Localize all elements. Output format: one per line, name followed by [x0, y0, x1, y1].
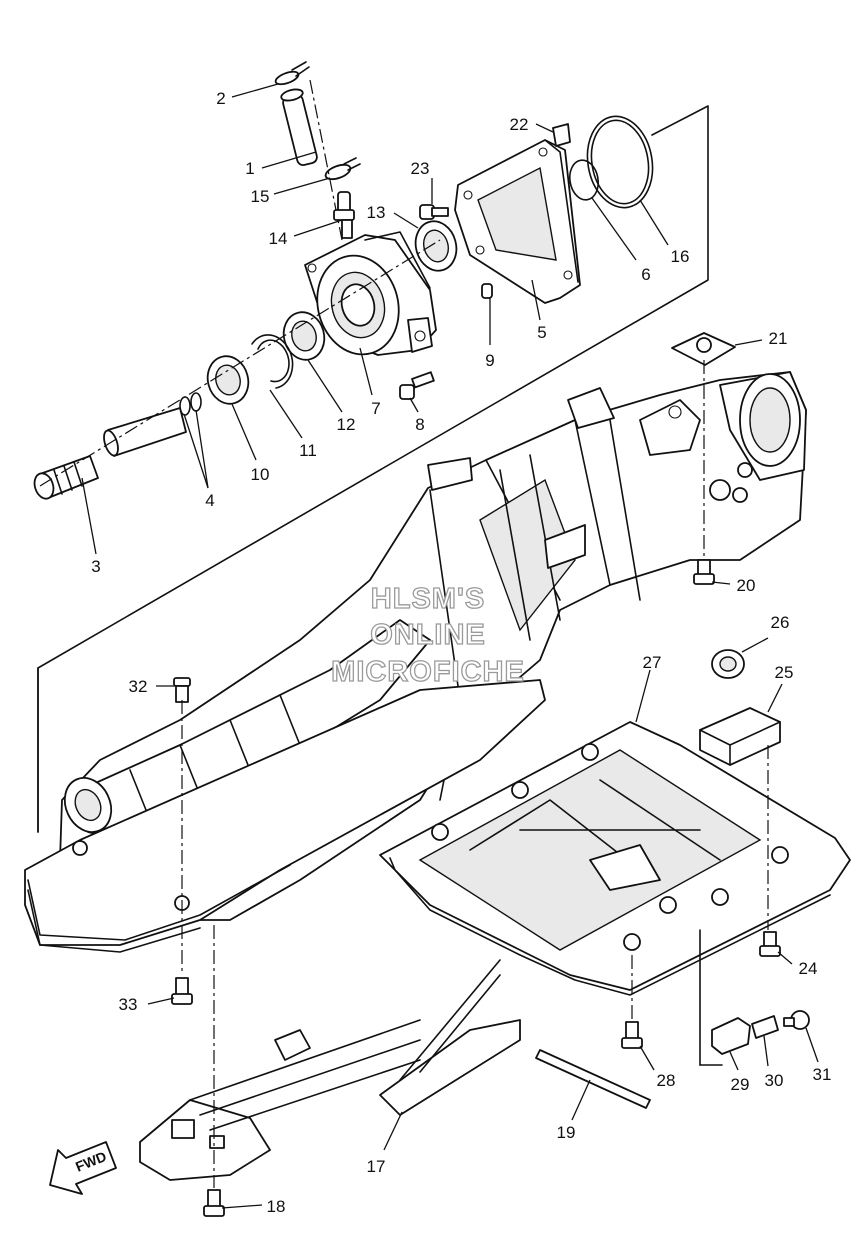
bolt-part-18[interactable]	[203, 1189, 225, 1217]
o-ring-part-6[interactable]	[567, 158, 602, 202]
pump-base-plate[interactable]	[24, 679, 546, 953]
hose-part-1[interactable]	[280, 87, 318, 167]
callout-27[interactable]: 27	[643, 653, 662, 672]
callout-24[interactable]: 24	[799, 959, 818, 978]
bolt-part-8[interactable]	[399, 371, 435, 400]
callout-19[interactable]: 19	[557, 1123, 576, 1142]
fitting-part-14[interactable]	[333, 191, 355, 239]
callout-1[interactable]: 1	[245, 159, 254, 178]
dowel-pin-part-9[interactable]	[481, 283, 493, 299]
watermark-line-1: HLSM'S	[371, 583, 485, 615]
callout-31[interactable]: 31	[813, 1065, 832, 1084]
assembly-group-frame	[37, 105, 709, 833]
clamp-part-2[interactable]	[274, 61, 310, 87]
strip-part-19[interactable]	[535, 1049, 651, 1109]
callout-32[interactable]: 32	[129, 677, 148, 696]
bracket-part-21[interactable]	[671, 332, 736, 366]
watermark-line-2: ONLINE	[370, 619, 486, 651]
callout-12[interactable]: 12	[337, 415, 356, 434]
watermark: HLSM'S ONLINE MICROFICHE	[331, 582, 525, 688]
callout-11[interactable]: 11	[299, 441, 317, 460]
callout-25[interactable]: 25	[775, 663, 794, 682]
callout-33[interactable]: 33	[119, 995, 138, 1014]
snap-ring-part-11[interactable]	[251, 334, 294, 389]
intake-duct-part-5[interactable]	[454, 139, 581, 304]
spacer-pipe[interactable]	[101, 407, 187, 457]
callout-15[interactable]: 15	[251, 187, 270, 206]
callout-20[interactable]: 20	[737, 576, 756, 595]
drive-shaft-part-3[interactable]	[31, 455, 99, 501]
callout-10[interactable]: 10	[251, 465, 270, 484]
fwd-direction-arrow: FWD	[49, 1141, 117, 1195]
washer-part-30[interactable]	[751, 1015, 779, 1039]
screw-part-31[interactable]	[783, 1010, 810, 1030]
callout-28[interactable]: 28	[657, 1071, 676, 1090]
bolt-part-23[interactable]	[419, 204, 449, 220]
o-ring-part-16[interactable]	[580, 111, 659, 213]
callout-9[interactable]: 9	[485, 351, 494, 370]
bolt-part-20[interactable]	[693, 559, 715, 585]
callout-23[interactable]: 23	[411, 159, 430, 178]
callout-21[interactable]: 21	[769, 329, 788, 348]
callout-16[interactable]: 16	[671, 247, 690, 266]
callout-14[interactable]: 14	[269, 229, 288, 248]
callout-4[interactable]: 4	[205, 491, 214, 510]
callout-6[interactable]: 6	[641, 265, 650, 284]
callout-18[interactable]: 18	[267, 1197, 286, 1216]
callout-3[interactable]: 3	[91, 557, 100, 576]
bearing-part-12[interactable]	[278, 308, 329, 365]
bracket-part-25[interactable]	[699, 707, 781, 766]
callout-8[interactable]: 8	[415, 415, 424, 434]
part-number-callouts: 1 2 3 4 5 6 7 8 9 10 11 12 13 14 15 16 1…	[91, 89, 831, 1216]
callout-26[interactable]: 26	[771, 613, 790, 632]
intake-grate-part-17[interactable]	[274, 959, 521, 1116]
nut-plate-part-29[interactable]	[711, 1017, 751, 1055]
bracket-part-22[interactable]	[552, 123, 571, 147]
leader-lines	[81, 83, 819, 1209]
ride-plate-part-27[interactable]	[379, 721, 851, 996]
callout-30[interactable]: 30	[765, 1071, 784, 1090]
callout-7[interactable]: 7	[371, 399, 380, 418]
bearing-housing-part-7[interactable]	[304, 231, 437, 364]
bolt-part-33[interactable]	[171, 977, 193, 1005]
bearing-part-10[interactable]	[202, 352, 253, 409]
callout-17[interactable]: 17	[367, 1157, 386, 1176]
oil-seal-part-13[interactable]	[410, 217, 462, 276]
callout-5[interactable]: 5	[537, 323, 546, 342]
bolt-part-28[interactable]	[621, 1021, 643, 1049]
watermark-line-3: MICROFICHE	[331, 656, 525, 688]
clamp-part-15[interactable]	[324, 157, 361, 182]
bolt-part-24[interactable]	[759, 931, 781, 957]
grommet-part-26[interactable]	[711, 649, 745, 679]
callout-2[interactable]: 2	[216, 89, 225, 108]
bolt-part-32[interactable]	[173, 677, 191, 703]
callout-29[interactable]: 29	[731, 1075, 750, 1094]
callout-13[interactable]: 13	[367, 203, 386, 222]
callout-22[interactable]: 22	[510, 115, 529, 134]
o-ring-part-4[interactable]	[179, 392, 202, 416]
